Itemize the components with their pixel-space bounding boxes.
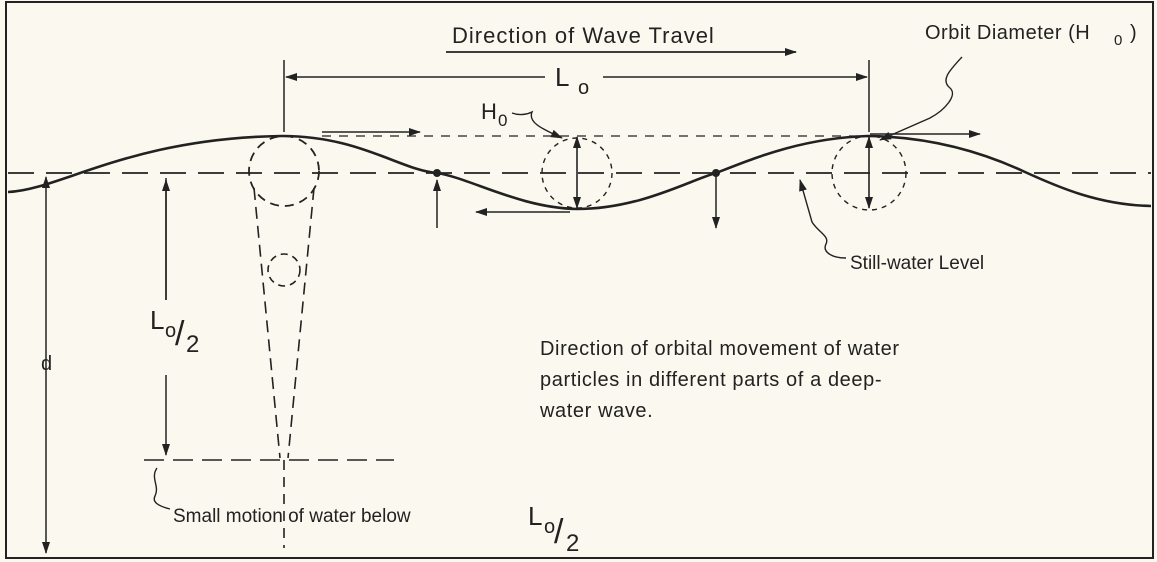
depth-label: d (41, 353, 52, 375)
orbit-diameter-label: Orbit Diameter (H (925, 22, 1090, 44)
wave-height-subscript: 0 (498, 111, 507, 130)
half-wavelength-divisor: 2 (186, 331, 199, 358)
half-wavelength-label: L (150, 305, 164, 335)
caption-line-2: particles in different parts of a deep- (540, 369, 882, 391)
small-motion-L: L (528, 501, 542, 531)
still-water-level-label: Still-water Level (850, 253, 984, 274)
caption-line-1: Direction of orbital movement of water (540, 338, 900, 360)
particle-dot-front (433, 169, 441, 177)
small-motion-slash: / (554, 513, 564, 551)
wavelength-label: L (555, 62, 569, 92)
small-motion-label: Small motion of water below (173, 506, 411, 527)
wave-height-label: H (481, 99, 497, 124)
orbit-diameter-subscript: 0 (1114, 32, 1122, 49)
wavelength-subscript: o (578, 77, 589, 99)
particle-dot-back (712, 169, 720, 177)
small-motion-divisor: 2 (566, 530, 579, 557)
caption-line-3: water wave. (539, 400, 653, 422)
direction-of-wave-travel-label: Direction of Wave Travel (452, 23, 715, 48)
orbit-diameter-close-paren: ) (1130, 22, 1137, 44)
half-wavelength-slash: / (175, 315, 185, 353)
